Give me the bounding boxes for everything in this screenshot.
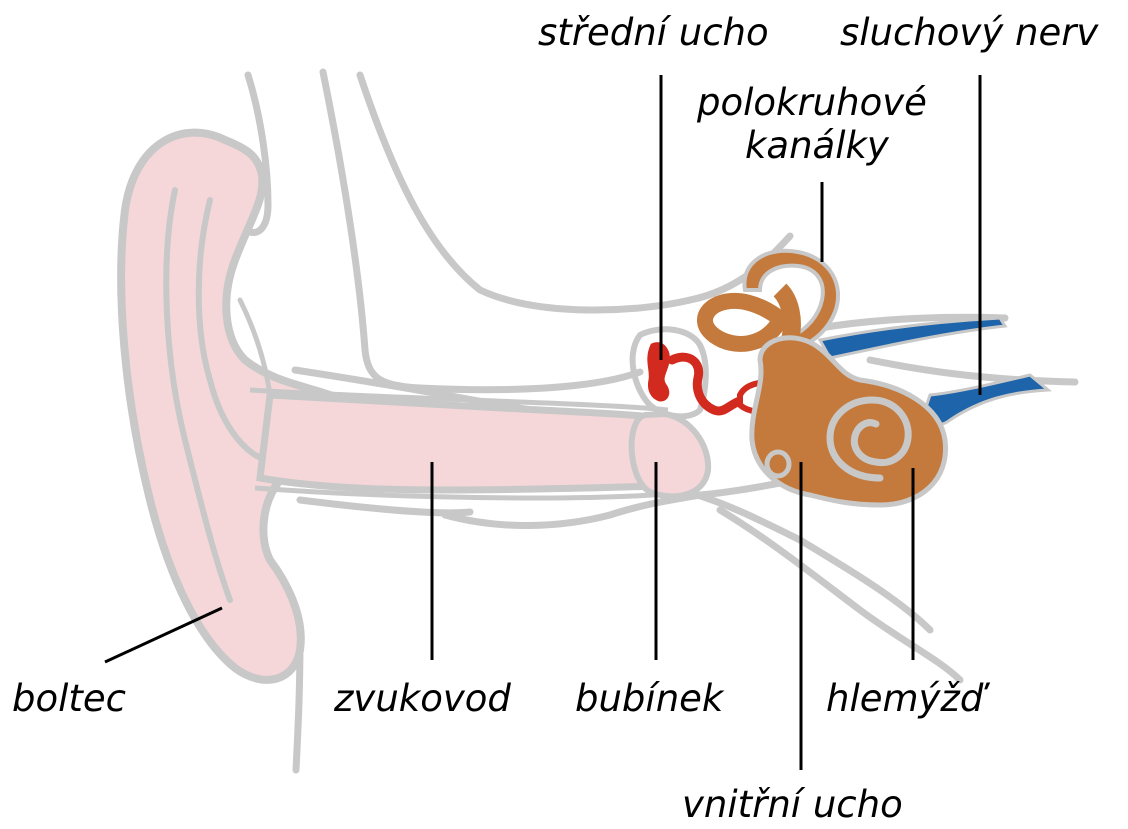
label-semicircular-canals-line1: polokruhové (697, 84, 927, 121)
label-inner-ear: vnitřní ucho (682, 786, 903, 823)
cochlea-shape (752, 338, 946, 505)
label-pinna: boltec (12, 680, 126, 717)
eardrum-shape (632, 414, 709, 496)
label-middle-ear: střední ucho (538, 14, 769, 51)
label-auditory-nerve: sluchový nerv (840, 14, 1098, 51)
label-ear-canal: zvukovod (334, 680, 511, 717)
semicircular-canals-shape (705, 251, 838, 348)
label-eardrum: bubínek (575, 680, 723, 717)
label-semicircular-canals-line2: kanálky (745, 127, 889, 164)
ear-canal-shape (250, 390, 694, 498)
label-cochlea: hlemýžď (826, 680, 983, 717)
